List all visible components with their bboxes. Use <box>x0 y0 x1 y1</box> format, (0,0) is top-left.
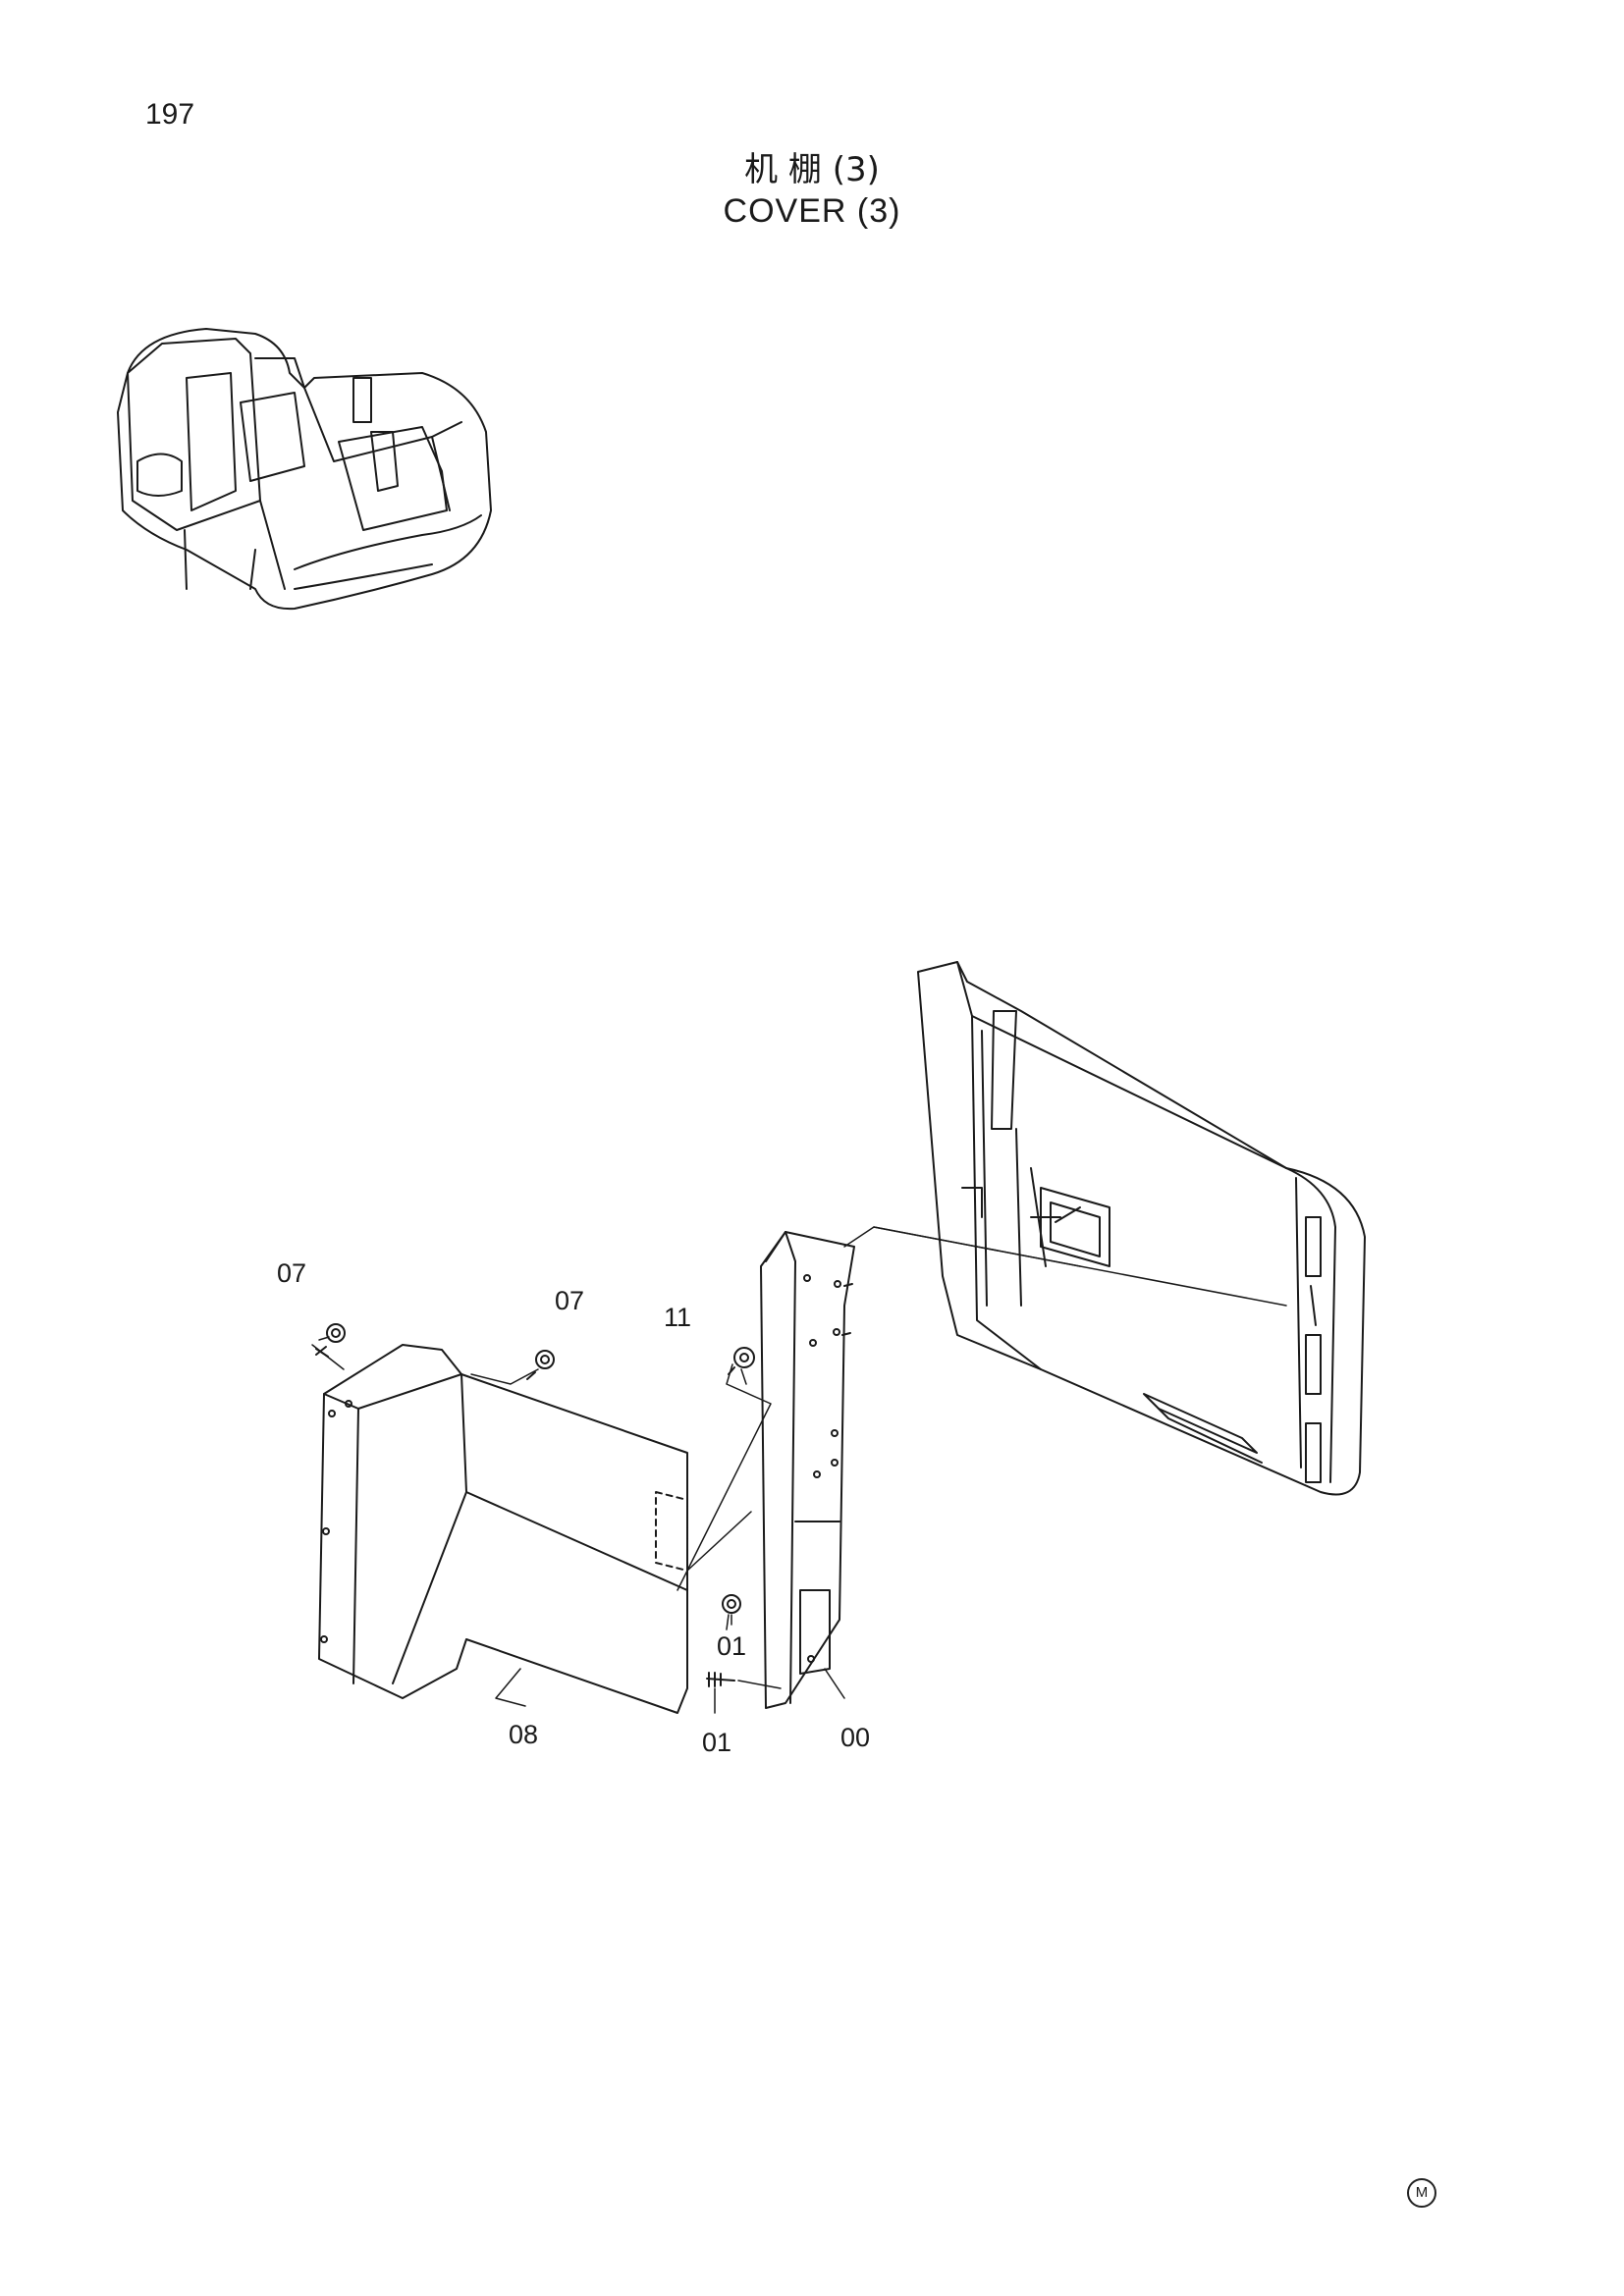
corner-mark-m: M <box>1407 2178 1436 2208</box>
large-cover-panel <box>917 961 1366 1496</box>
page-title-chinese: 机 棚 (3) <box>744 150 880 189</box>
excavator-location-thumbnail <box>117 328 492 611</box>
vertical-bracket <box>760 1231 855 1709</box>
callout-07-left: 07 <box>277 1258 307 1288</box>
nut-11 <box>728 1347 755 1375</box>
callout-07-right: 07 <box>555 1286 585 1315</box>
callout-11: 11 <box>664 1303 692 1332</box>
leader-lines <box>311 1226 1287 1714</box>
callout-01-upper: 01 <box>717 1631 747 1661</box>
bolt-01-lower <box>706 1672 735 1687</box>
callout-01-lower: 01 <box>702 1728 732 1757</box>
page-number: 197 <box>145 98 195 131</box>
callout-08: 08 <box>509 1720 539 1749</box>
callout-00: 00 <box>840 1723 871 1752</box>
box-cover <box>318 1344 688 1714</box>
page-title-english: COVER (3) <box>723 192 901 230</box>
bolt-07-right <box>526 1350 555 1380</box>
bolt-01-upper <box>722 1594 741 1614</box>
